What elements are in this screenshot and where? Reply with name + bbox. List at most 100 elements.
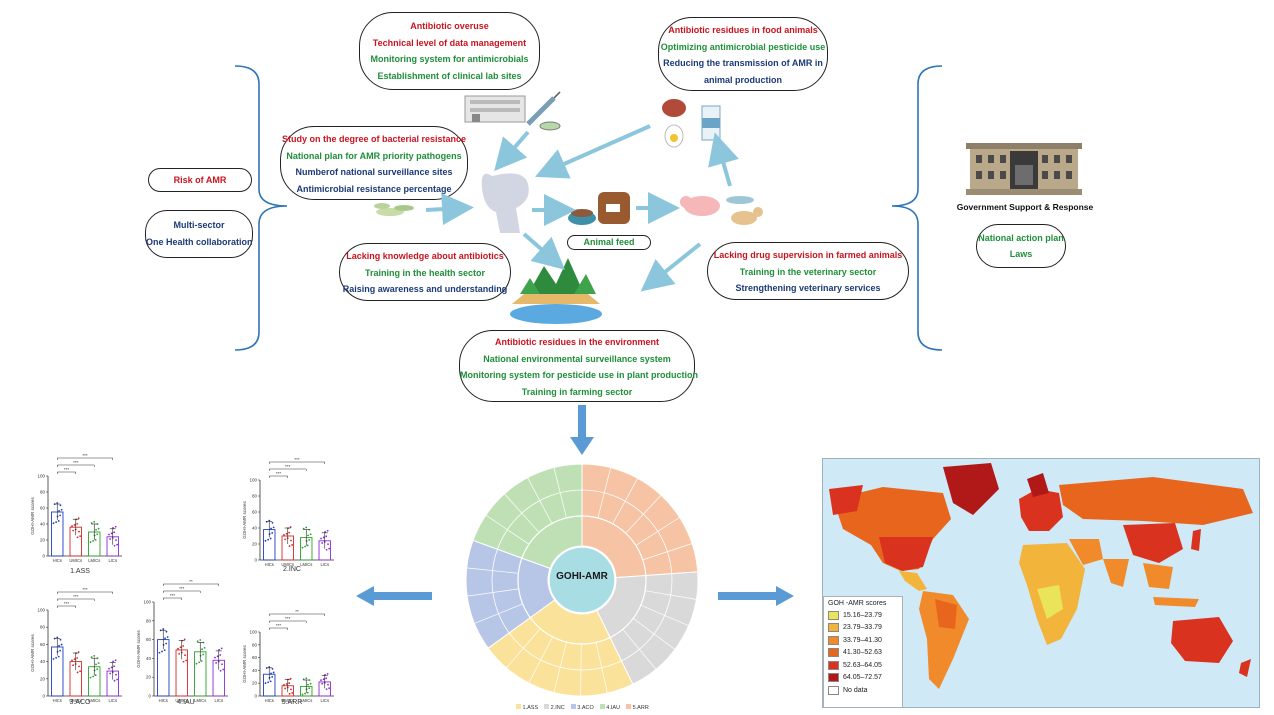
data-point	[327, 683, 329, 686]
government-title: Government Support & Response	[956, 202, 1094, 212]
env-box-line-3: Training in farming sector	[521, 386, 633, 397]
y-tick-label: 0	[254, 694, 257, 699]
legend-inc-label: 2.INC	[550, 705, 565, 711]
data-point	[177, 647, 179, 650]
y-tick-label: 100	[143, 600, 151, 605]
y-axis-label: GOHI-AMR scores	[30, 634, 35, 672]
sector-arr	[581, 463, 699, 579]
y-tick-label: 60	[252, 655, 258, 660]
chart-caption-inc: 2.INC	[283, 566, 301, 573]
data-point	[267, 681, 270, 684]
map-legend-swatch	[828, 610, 839, 620]
left-brace	[234, 65, 288, 351]
food-box-line-0: Antibiotic residues in food animals	[668, 25, 818, 35]
x-tick-label: LICs	[108, 698, 117, 703]
data-point	[221, 663, 223, 666]
data-point	[325, 535, 328, 538]
data-point	[203, 646, 206, 649]
data-point	[89, 676, 92, 679]
flow-arrows	[425, 124, 739, 292]
data-point	[301, 693, 304, 696]
x-tick-label: LMICs	[88, 698, 100, 703]
farm-animals-icon	[680, 196, 763, 225]
legend-item-arr: 5.ARR	[626, 704, 649, 714]
significance-bracket	[269, 461, 325, 464]
top-box-line-0: Antibiotic overuse	[410, 21, 489, 31]
significance-bracket	[163, 590, 201, 593]
significance-bracket	[57, 605, 76, 608]
data-point	[92, 540, 95, 542]
significance-label: **	[295, 609, 299, 614]
map-legend-item: No data	[828, 684, 898, 697]
data-point	[328, 687, 331, 690]
significance-bracket	[269, 613, 325, 616]
data-point	[285, 532, 288, 535]
data-point	[308, 538, 311, 541]
chart-caption-iau: 4.IAU	[177, 699, 195, 706]
multi-sector-box: Multi-sector One Health collaboration	[145, 210, 253, 258]
left-arrow	[356, 586, 432, 606]
data-point	[182, 660, 185, 663]
data-point	[55, 656, 58, 659]
map-legend-swatch	[828, 648, 839, 658]
data-point	[309, 682, 312, 685]
chart-caption-arr: 5.ARR	[281, 699, 303, 706]
chart-caption-aco: 3.ACO	[69, 699, 91, 706]
top-box-line-1: Technical level of data management	[372, 37, 527, 48]
significance-label: ***	[276, 471, 282, 476]
data-point	[326, 672, 329, 675]
data-point	[202, 653, 205, 656]
data-point	[73, 524, 76, 526]
data-point	[185, 659, 188, 662]
center-circle	[548, 546, 616, 614]
data-point	[222, 668, 225, 671]
data-point	[271, 521, 274, 524]
sunburst-legend: 1.ASS 2.INC 3.ACO 4.IAU 5.ARR	[516, 704, 656, 714]
data-point	[114, 525, 117, 528]
data-point	[76, 671, 79, 674]
food-box-line-2: Reducing the transmission of AMR in	[663, 58, 823, 68]
env-box-line-2: Monitoring system for pesticide use in p…	[460, 370, 699, 380]
multi-sector-label: Multi-sector	[173, 220, 225, 230]
data-point	[325, 548, 328, 551]
data-point	[195, 662, 198, 665]
data-point	[183, 638, 186, 641]
data-point	[271, 667, 274, 670]
y-tick-label: 40	[40, 522, 46, 527]
significance-label: ***	[82, 587, 88, 592]
data-point	[324, 673, 326, 676]
one-health-label: One Health collaboration	[146, 237, 253, 247]
data-point	[327, 543, 329, 546]
data-point	[94, 538, 97, 541]
data-point	[199, 654, 202, 657]
data-point	[71, 525, 73, 527]
data-point	[92, 675, 95, 678]
legend-ass-label: 1.ASS	[522, 705, 539, 711]
data-point	[309, 533, 312, 536]
data-point	[214, 656, 216, 659]
data-point	[59, 514, 62, 517]
data-point	[201, 648, 203, 651]
y-tick-label: 0	[148, 694, 151, 699]
data-point	[162, 628, 165, 630]
x-tick-label: UMICs	[281, 698, 294, 703]
legend-item-inc: 2.INC	[544, 704, 565, 714]
data-point	[93, 521, 96, 523]
map-legend-label: 41.30–52.63	[843, 649, 882, 657]
data-point	[59, 638, 62, 641]
y-tick-label: 20	[40, 676, 46, 681]
central-illustration	[374, 91, 763, 324]
syringe-icon	[526, 91, 561, 131]
data-point	[96, 533, 99, 536]
significance-label: **	[189, 579, 193, 584]
data-point	[90, 522, 93, 524]
significance-bracket	[57, 464, 95, 467]
map-legend-item: 64.05–72.57	[828, 672, 898, 685]
island-icon	[510, 258, 602, 324]
data-point	[89, 541, 92, 543]
food-animals-box: Antibiotic residues in food animals Opti…	[658, 17, 828, 91]
data-point	[220, 647, 223, 650]
x-tick-label: HICs	[159, 698, 168, 703]
data-point	[113, 679, 116, 682]
